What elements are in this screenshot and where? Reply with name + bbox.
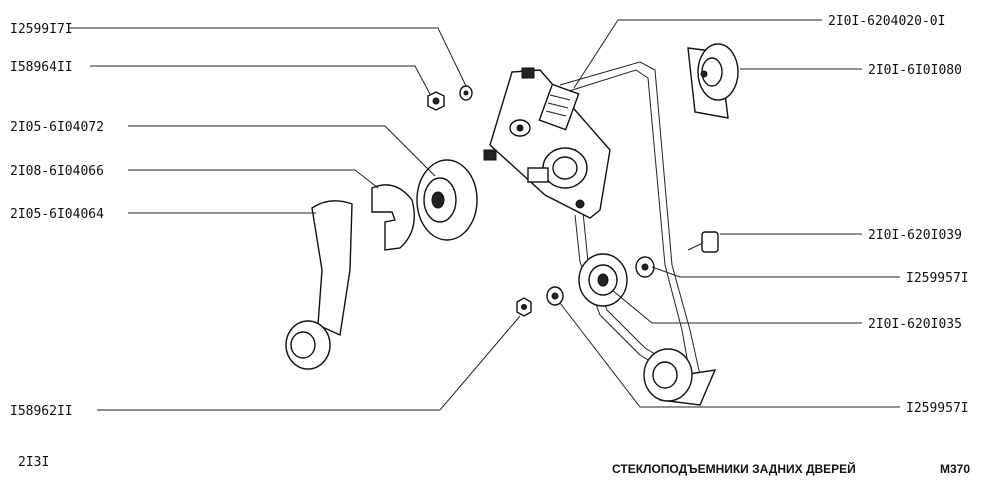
washer-lower	[546, 286, 564, 306]
regulator-mechanism	[483, 67, 611, 219]
window-cable	[559, 61, 701, 376]
diagram-code: М370	[940, 462, 970, 476]
label-part-2I0I-6I0I080: 2I0I-6I0I080	[868, 63, 962, 78]
label-part-I58962II: I58962II	[10, 404, 73, 419]
washer-upper	[459, 85, 473, 101]
bolt	[687, 231, 719, 253]
model-number: 2I3I	[18, 455, 49, 470]
spring-clip	[371, 184, 415, 251]
washer-right-1	[635, 256, 655, 278]
label-part-I58964II: I58964II	[10, 60, 73, 75]
nut-lower	[516, 297, 532, 317]
lower-pulley	[643, 348, 717, 406]
label-part-2I0I-620I035: 2I0I-620I035	[868, 317, 962, 332]
label-part-I259957I-upper: I259957I	[906, 271, 969, 286]
middle-pulley	[578, 253, 628, 307]
leader-lines	[68, 19, 900, 411]
label-part-I259957I-lower: I259957I	[906, 401, 969, 416]
label-part-2I0I-6204020-0I: 2I0I-6204020-0I	[828, 14, 945, 29]
label-part-I2599I7I: I2599I7I	[10, 22, 73, 37]
diagram-title: СТЕКЛОПОДЪЕМНИКИ ЗАДНИХ ДВЕРЕЙ	[612, 461, 856, 476]
label-part-2I05-6I04072: 2I05-6I04072	[10, 120, 104, 135]
handle-rosette	[416, 159, 478, 241]
upper-roller-bracket	[687, 43, 739, 119]
window-crank-handle	[285, 200, 353, 370]
label-part-2I0I-620I039: 2I0I-620I039	[868, 228, 962, 243]
label-part-2I05-6I04064: 2I05-6I04064	[10, 207, 104, 222]
label-part-2I08-6I04066: 2I08-6I04066	[10, 164, 104, 179]
nut-upper	[427, 91, 445, 111]
